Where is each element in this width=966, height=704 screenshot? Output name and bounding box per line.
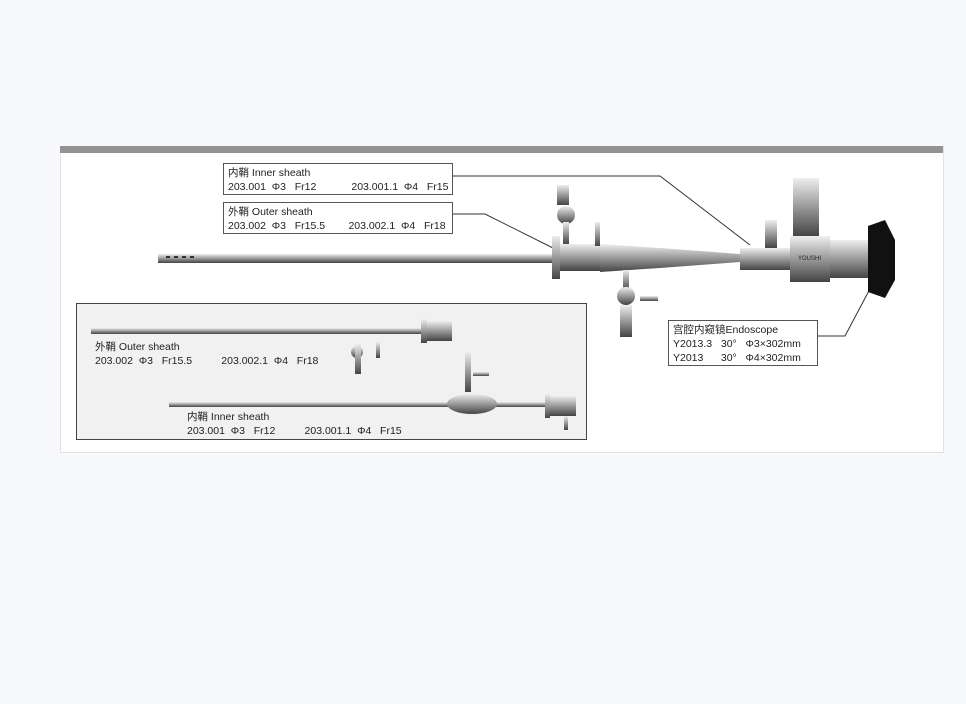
sheath-detail-drawing — [91, 319, 576, 430]
header-bar — [60, 146, 943, 153]
inset-inner-specs: 203.001 Φ3 Fr12 203.001.1 Φ4 Fr15 — [187, 425, 402, 437]
callout-title: 内鞘 Inner sheath — [228, 167, 311, 179]
callout-outer-sheath: 外鞘 Outer sheath 203.002 Φ3 Fr15.5 203.00… — [223, 202, 453, 234]
main-endoscope-drawing — [158, 178, 895, 337]
inset-inner-title: 内鞘 Inner sheath — [187, 411, 270, 423]
inset-outer-title: 外鞘 Outer sheath — [95, 341, 180, 353]
leader-lines — [453, 175, 873, 337]
callout-title: 外鞘 Outer sheath — [228, 206, 313, 218]
callout-inner-sheath: 内鞘 Inner sheath 203.001 Φ3 Fr12 203.001.… — [223, 163, 453, 195]
sheath-detail-inset: 外鞘 Outer sheath 203.002 Φ3 Fr15.5 203.00… — [76, 303, 587, 440]
callout-endoscope: 宫腔内窥镜Endoscope Y2013.3 30° Φ3×302mm Y201… — [668, 320, 818, 366]
brand-mark: YOUSHI — [798, 256, 821, 262]
callout-title: 宫腔内窥镜Endoscope — [673, 324, 779, 336]
callout-specs: Y2013 30° Φ4×302mm — [673, 352, 801, 364]
inset-outer-specs: 203.002 Φ3 Fr15.5 203.002.1 Φ4 Fr18 — [95, 355, 319, 367]
callout-specs: Y2013.3 30° Φ3×302mm — [673, 338, 801, 350]
callout-specs: 203.001 Φ3 Fr12 203.001.1 Φ4 Fr15 — [228, 181, 449, 193]
callout-specs: 203.002 Φ3 Fr15.5 203.002.1 Φ4 Fr18 — [228, 220, 446, 232]
